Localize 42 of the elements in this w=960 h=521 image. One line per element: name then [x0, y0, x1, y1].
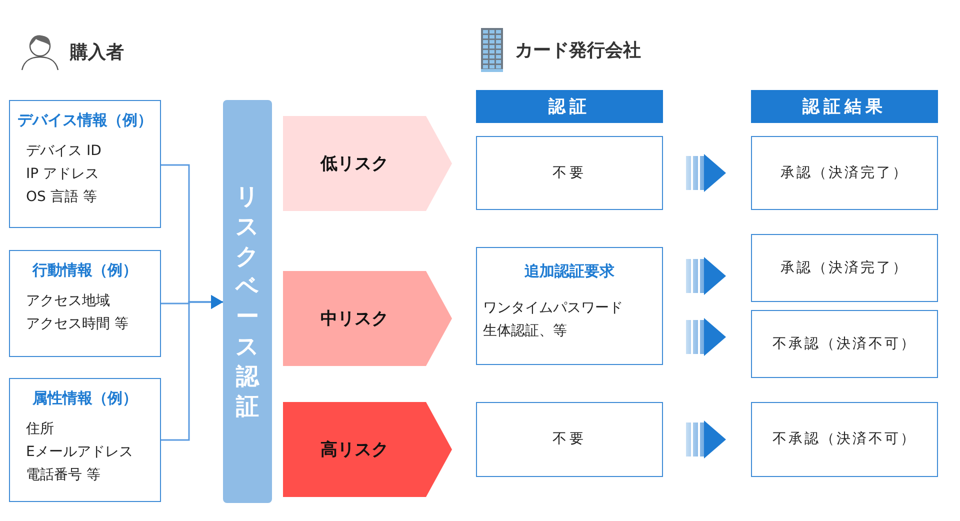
auth-box — [476, 136, 663, 210]
list-item: デバイス ID — [26, 142, 102, 161]
connector-arrow — [161, 295, 223, 441]
info-box — [476, 247, 663, 365]
bar-title: リスクベース認証 — [236, 182, 260, 422]
list-item: 電話番号 等 — [26, 466, 100, 485]
box-text: 不承認（決済不可） — [772, 430, 916, 449]
box-heading: 属性情報（例） — [32, 389, 138, 408]
column-header — [751, 90, 938, 123]
column-header — [476, 90, 663, 123]
header-text: 認証結果 — [802, 96, 886, 118]
header-text: 認証 — [548, 96, 590, 118]
box-text: 不要 — [552, 430, 586, 449]
box-heading: 行動情報（例） — [32, 261, 138, 280]
info-box — [9, 250, 161, 357]
box-heading: 追加認証要求 — [524, 262, 614, 281]
list-item: 住所 — [26, 420, 54, 439]
result-box — [751, 136, 938, 210]
heading-text: 購入者 — [70, 41, 124, 64]
box-text: 承認（決済完了） — [780, 164, 908, 182]
box-text: 承認（決済完了） — [780, 258, 908, 278]
result-box — [751, 234, 938, 302]
risk-label: 高リスク — [320, 439, 388, 461]
result-box — [751, 310, 938, 378]
list-item: OS 言語 等 — [26, 188, 97, 207]
vertical-bar — [223, 100, 272, 503]
result-box — [751, 402, 938, 477]
list-item: アクセス地域 — [26, 292, 110, 311]
list-item: IP アドレス — [26, 165, 100, 184]
list-item: ワンタイムパスワード — [483, 299, 623, 318]
auth-box — [476, 402, 663, 477]
risk-label: 中リスク — [320, 308, 388, 330]
list-item: アクセス時間 等 — [26, 315, 128, 334]
list-item: 生体認証、等 — [483, 322, 567, 341]
risk-label: 低リスク — [320, 153, 388, 175]
info-box — [9, 100, 161, 228]
heading-text: カード発行会社 — [515, 39, 641, 62]
list-item: Eメールアドレス — [26, 443, 133, 462]
box-text: 不承認（決済不可） — [772, 334, 916, 354]
info-box — [9, 378, 161, 502]
box-text: 不要 — [552, 164, 586, 182]
box-heading: デバイス情報（例） — [18, 111, 152, 130]
